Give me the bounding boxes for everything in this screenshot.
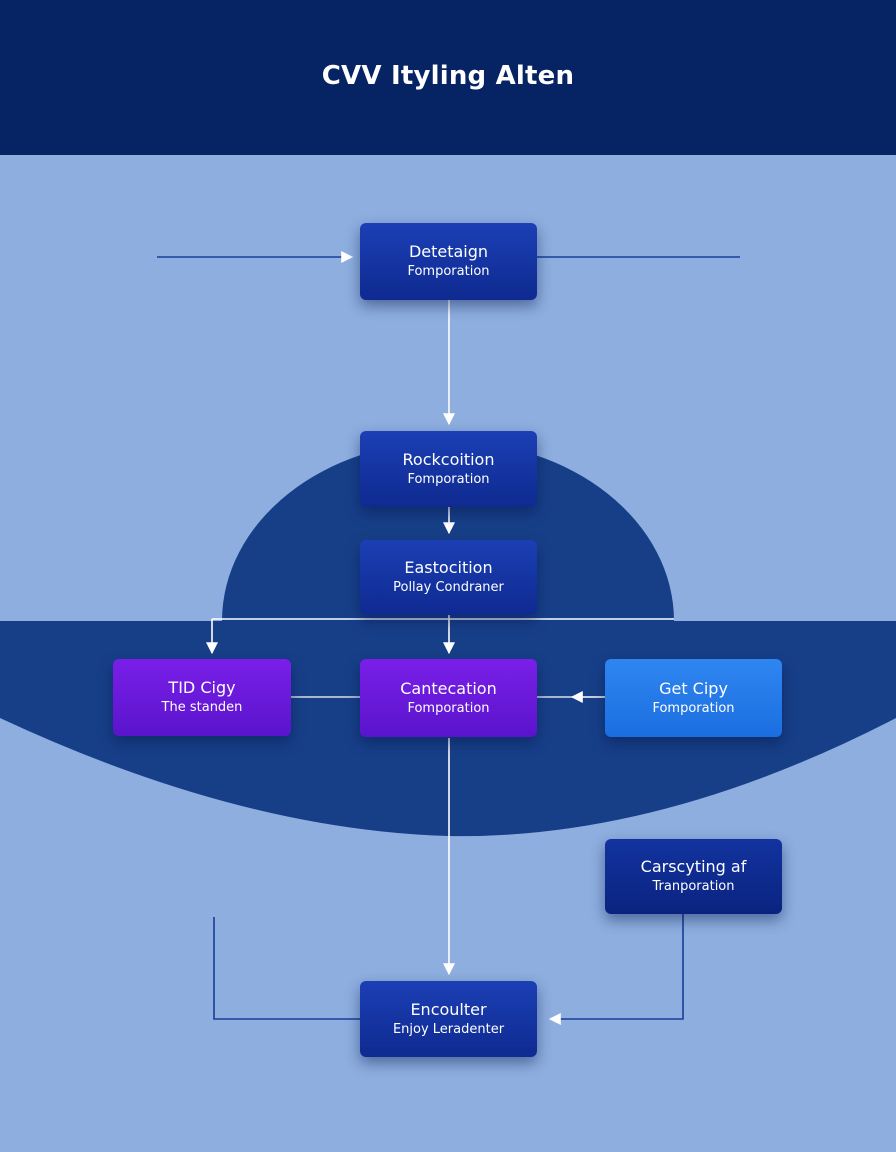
node-subtitle: Pollay Condraner [393,580,504,595]
node-subtitle: Tranporation [652,879,735,894]
node-tid-cigy[interactable]: TID Cigy The standen [113,659,291,736]
node-title: Detetaign [408,242,489,261]
node-subtitle: The standen [161,700,243,715]
node-carscyting[interactable]: Carscyting af Tranporation [605,839,782,914]
node-subtitle: Fomporation [407,700,490,716]
node-title: TID Cigy [168,678,236,697]
node-get-cipy[interactable]: Get Cipy Fomporation [605,659,782,737]
node-subtitle: Fomporation [407,471,490,487]
node-cantecation[interactable]: Cantecation Fomporation [360,659,537,737]
node-subtitle: Fomporation [407,264,490,279]
node-title: Encoulter [410,999,487,1019]
node-title: Carscyting af [640,857,747,876]
node-encoulter[interactable]: Encoulter Enjoy Leradenter [360,981,537,1057]
header-bar [0,0,896,155]
node-eastocition[interactable]: Eastocition Pollay Condraner [360,540,537,615]
node-title: Rockcoition [402,449,495,469]
node-subtitle: Fomporation [652,700,735,716]
node-rockcoition[interactable]: Rockcoition Fomporation [360,431,537,507]
return-line-carscyting [548,914,684,1025]
loop-line-left [213,917,360,1020]
page-title: CVV Ityling Alten [321,60,575,91]
node-detetaign[interactable]: Detetaign Fomporation [360,223,537,300]
node-subtitle: Enjoy Leradenter [392,1021,505,1037]
node-title: Get Cipy [659,678,728,698]
node-title: Cantecation [400,678,497,698]
node-title: Eastocition [404,558,493,577]
header: CVV Ityling Alten [0,0,896,155]
